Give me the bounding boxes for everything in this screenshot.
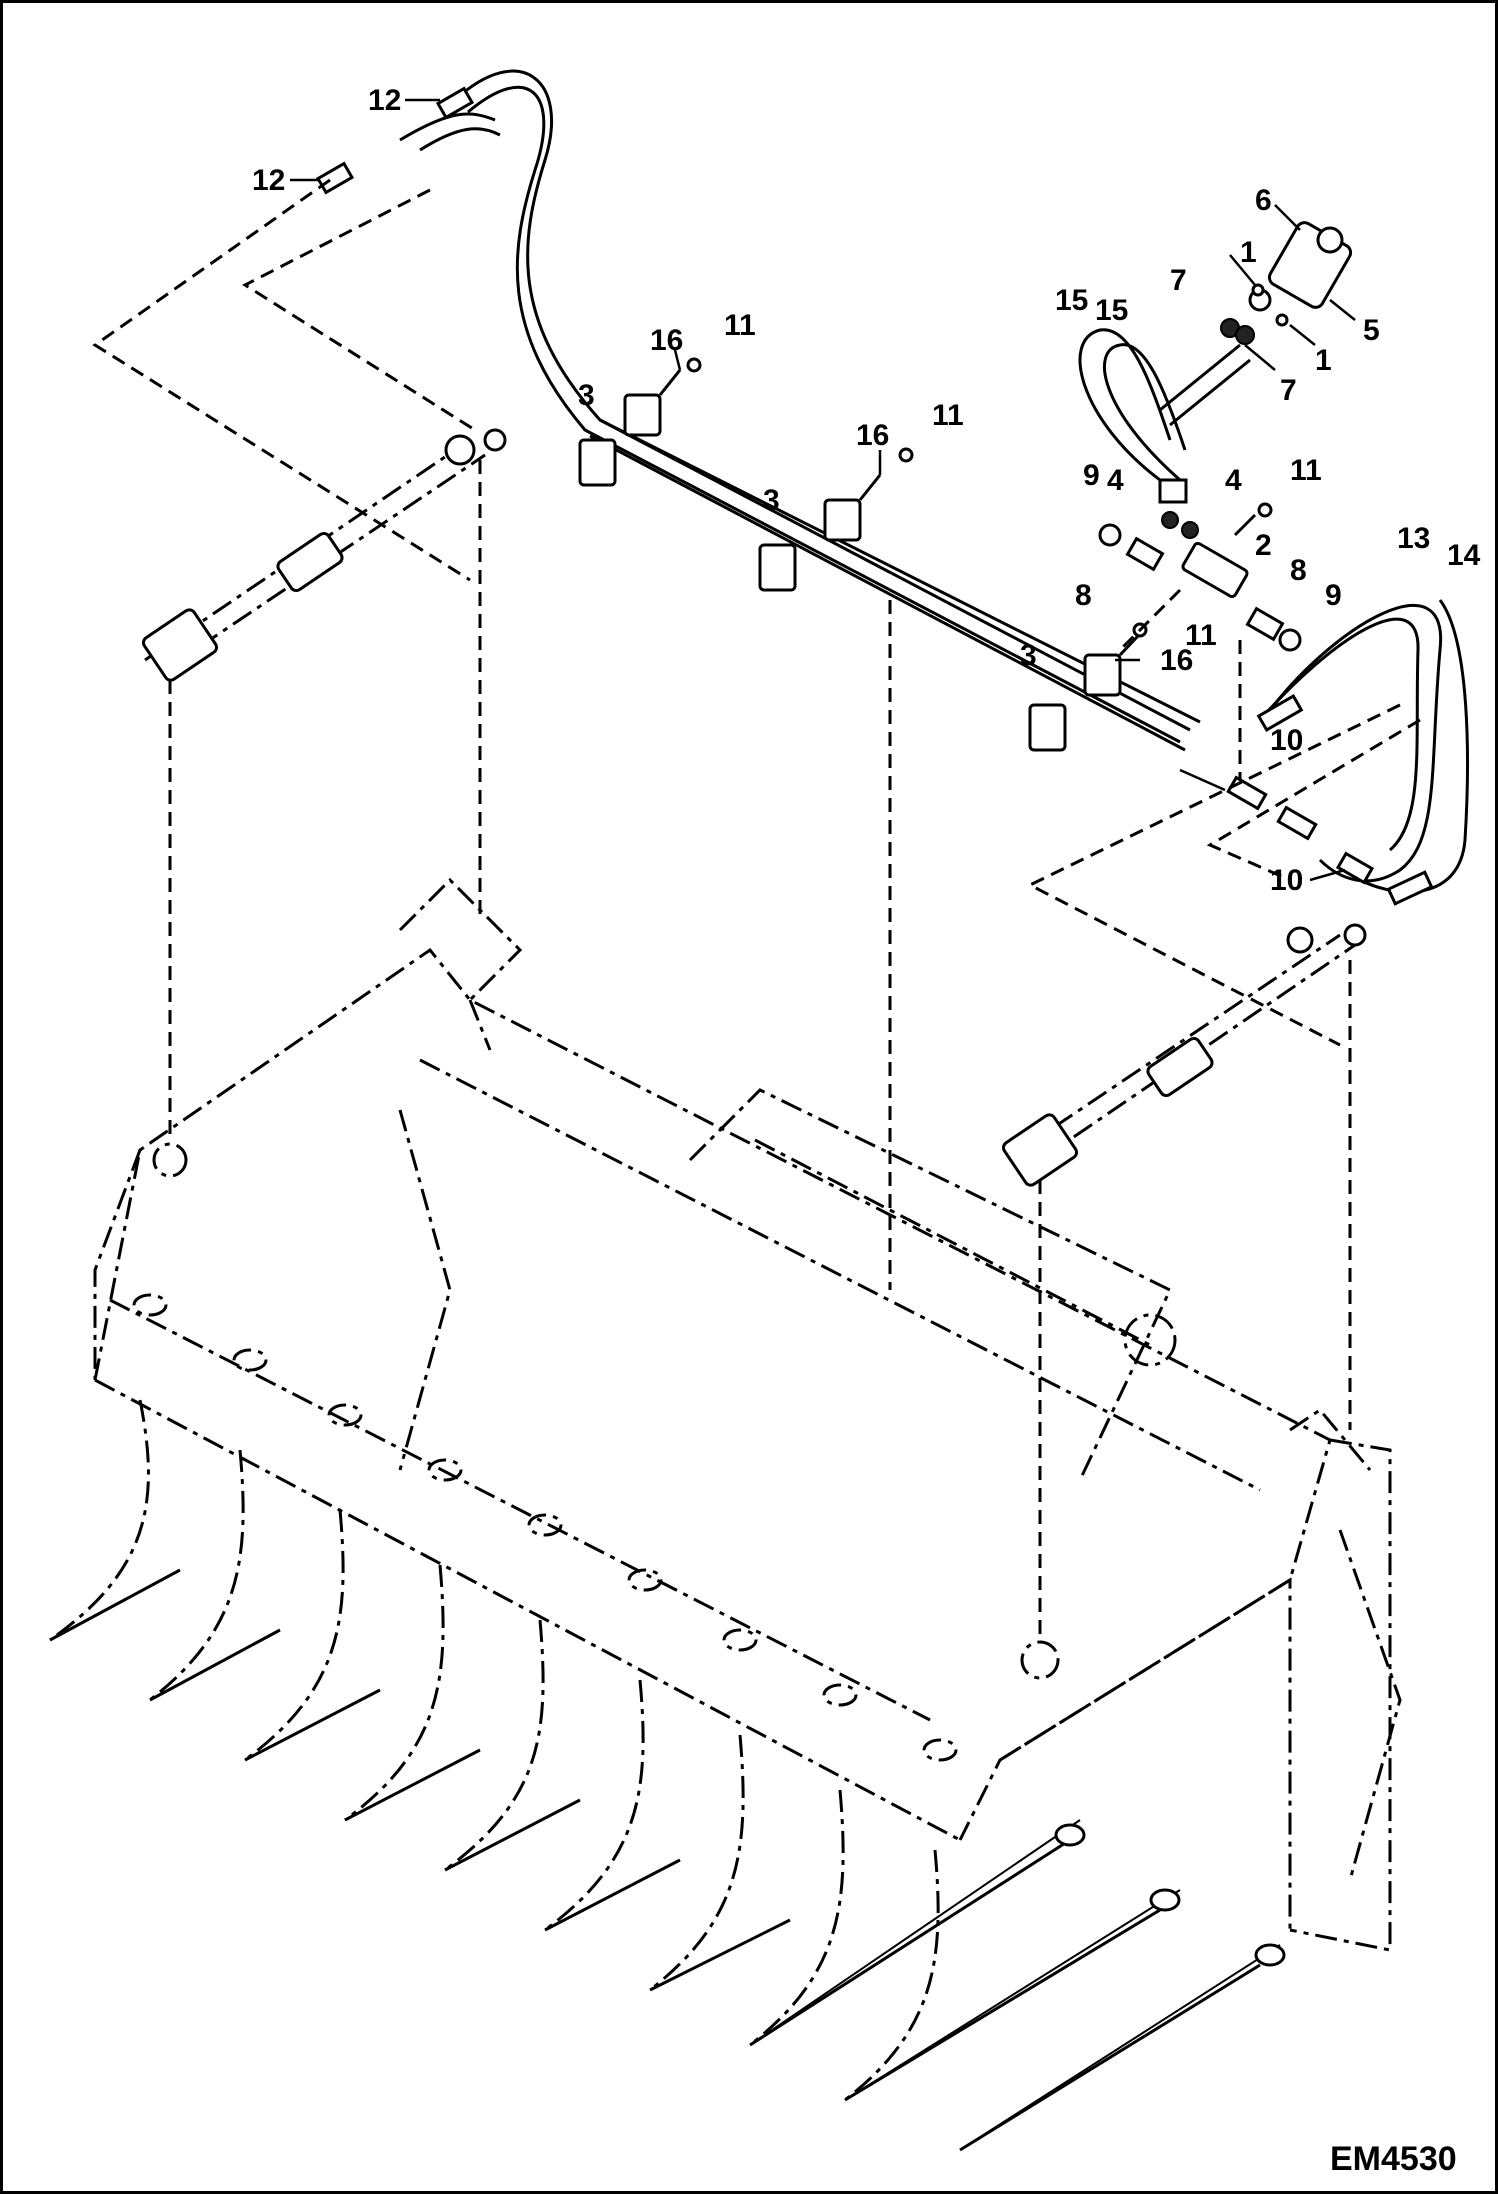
callout-8b: 8 [1290, 554, 1307, 587]
leader-lines [290, 98, 1356, 882]
hose-15 [1078, 328, 1251, 504]
manifold-2 [1098, 511, 1302, 652]
callout-12b: 12 [252, 164, 285, 197]
callout-6: 6 [1255, 184, 1272, 217]
clamp-3b [758, 498, 862, 592]
callout-11b: 11 [932, 399, 964, 432]
callout-11d: 11 [1185, 619, 1217, 652]
callout-10a: 10 [1270, 724, 1303, 757]
callout-7a: 7 [1170, 264, 1187, 297]
callout-10b: 10 [1270, 864, 1303, 897]
clamp-3a [578, 393, 662, 487]
callout-13: 13 [1397, 522, 1430, 555]
coupler-block [1220, 221, 1353, 345]
callouts: 12 12 6 1 7 5 1 7 15 15 16 11 3 16 11 3 … [252, 84, 1481, 897]
cylinder-right [1001, 923, 1367, 1187]
clamp-3c [1028, 653, 1122, 752]
callout-11c: 11 [1290, 454, 1322, 487]
callout-4a: 4 [1107, 464, 1124, 497]
callout-9a: 9 [1083, 459, 1100, 492]
callout-16a: 16 [650, 324, 683, 357]
callout-12a: 12 [368, 84, 401, 117]
hose-assembly-main [399, 69, 1201, 752]
callout-8a: 8 [1075, 579, 1092, 612]
callout-14: 14 [1447, 539, 1481, 572]
callout-1a: 1 [1240, 236, 1257, 269]
callout-1b: 1 [1315, 344, 1332, 377]
grapple-bucket [93, 877, 1402, 1952]
hose-13-14 [1256, 599, 1469, 906]
callout-4b: 4 [1225, 464, 1242, 497]
callout-5: 5 [1363, 314, 1380, 347]
callout-3b: 3 [763, 484, 780, 517]
callout-3a: 3 [578, 379, 595, 412]
callout-7b: 7 [1280, 374, 1297, 407]
callout-16c: 16 [1160, 644, 1193, 677]
drawing-code: EM4530 [1330, 2140, 1457, 2178]
tines [49, 1399, 1286, 2152]
alignment-lines [92, 178, 1421, 1640]
callout-2: 2 [1255, 529, 1272, 562]
callout-15a: 15 [1055, 284, 1088, 317]
callout-16b: 16 [856, 419, 889, 452]
callout-3c: 3 [1020, 639, 1037, 672]
callout-9b: 9 [1325, 579, 1342, 612]
cylinder-left [141, 428, 507, 682]
callout-11a: 11 [724, 309, 756, 342]
callout-15b: 15 [1095, 294, 1128, 327]
